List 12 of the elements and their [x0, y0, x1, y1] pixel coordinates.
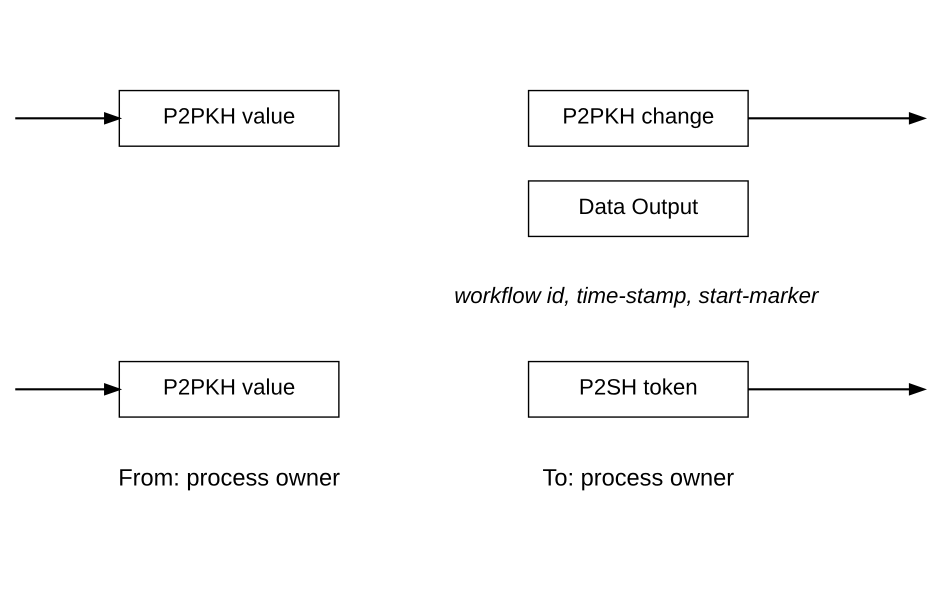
arrow: [748, 112, 927, 125]
arrow: [15, 383, 122, 396]
node-box: Data Output: [528, 180, 749, 238]
label: From: process owner: [118, 465, 340, 492]
node-box: P2PKH change: [528, 90, 749, 147]
arrow: [15, 112, 122, 125]
node-box: P2PKH value: [118, 90, 340, 147]
node-label: workflow id, time-stamp, start-marker: [454, 282, 818, 308]
label: To: process owner: [542, 465, 734, 492]
node-box: P2PKH value: [118, 360, 340, 418]
node-box: P2SH token: [528, 360, 749, 418]
arrow: [748, 383, 927, 396]
